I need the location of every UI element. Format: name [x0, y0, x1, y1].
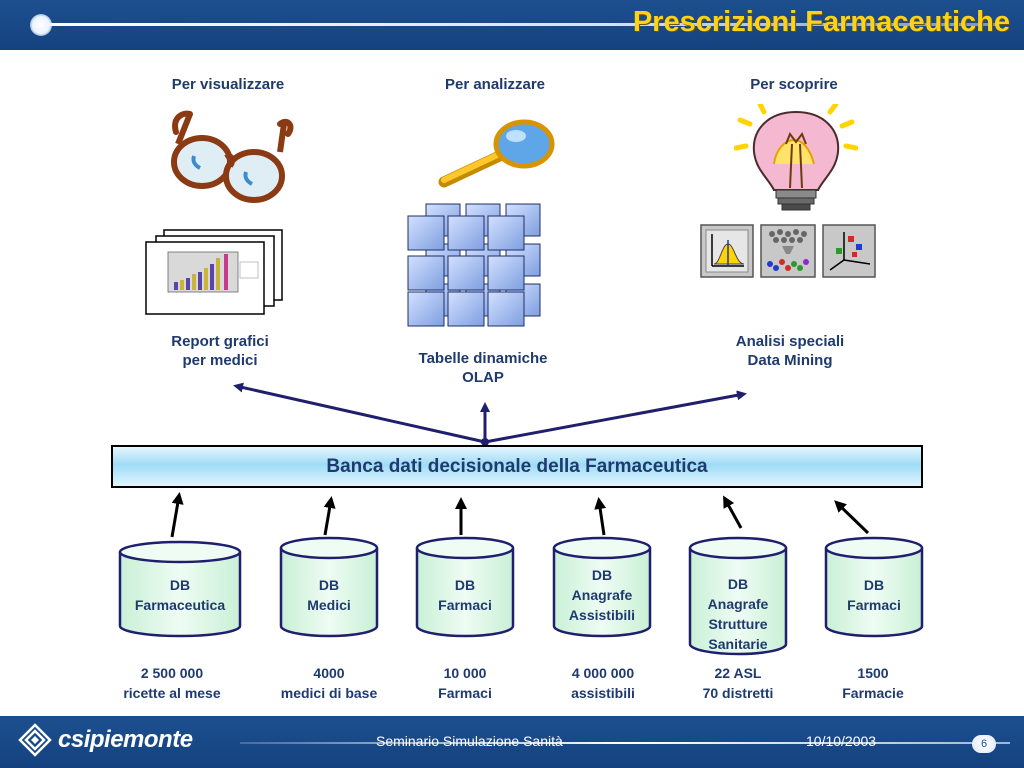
- stat-value: 1500: [857, 665, 889, 681]
- arrow-to-datamining: [484, 390, 747, 444]
- stat-value: 22 ASL: [714, 665, 762, 681]
- stat-unit: assistibili: [571, 685, 635, 701]
- column-header-analyze: Per analizzare: [444, 76, 546, 93]
- stat-farmacie: 1500 Farmacie: [818, 663, 928, 703]
- csi-logo: csipiemonte: [18, 722, 193, 758]
- db-label-line: Assistibili: [568, 607, 636, 623]
- caption-olap: Tabelle dinamiche OLAP: [373, 349, 593, 387]
- header-glow-dot: [30, 14, 52, 36]
- stat-assistibili: 4 000 000 assistibili: [548, 663, 658, 703]
- caption-report-line1: Report grafici: [171, 333, 269, 350]
- footer-date: 10/10/2003: [806, 733, 877, 749]
- header-divider-line: [40, 23, 1000, 26]
- footer-divider-line: [240, 742, 1010, 744]
- stat-value: 4 000 000: [571, 665, 635, 681]
- stat-farmaci: 10 000 Farmaci: [410, 663, 520, 703]
- distribution-chart-icon: [700, 224, 754, 278]
- report-pages-icon: [145, 229, 283, 315]
- db-label-line: Medici: [307, 597, 351, 613]
- db-label-line: DB: [454, 577, 476, 593]
- db-label-line: Anagrafe: [571, 587, 633, 603]
- olap-cube-icon: [407, 203, 541, 327]
- db-label-line: DB: [863, 577, 885, 593]
- page-number: 6: [972, 735, 996, 753]
- caption-olap-line1: Tabelle dinamiche: [418, 350, 548, 367]
- column-header-discover: Per scoprire: [750, 76, 838, 93]
- column-header-visualize: Per visualizzare: [171, 76, 285, 93]
- decision-database-bar: Banca dati decisionale della Farmaceutic…: [111, 445, 923, 488]
- db-label-line: Farmaci: [847, 597, 901, 613]
- footer-seminar: Seminario Simulazione Sanità: [376, 733, 563, 749]
- stat-value: 4000: [313, 665, 345, 681]
- page-title: Prescrizioni Farmaceutiche: [632, 6, 1010, 38]
- stat-unit: medici di base: [280, 685, 378, 701]
- stat-value: 2 500 000: [140, 665, 204, 681]
- logo-text: csipiemonte: [58, 726, 193, 753]
- caption-datamining-line1: Analisi speciali: [735, 333, 845, 350]
- db-label-line: Strutture: [708, 616, 768, 632]
- stat-unit: 70 distretti: [702, 685, 774, 701]
- arrow-to-report: [233, 382, 486, 444]
- diamond-logo-icon: [18, 723, 52, 757]
- stat-strutture: 22 ASL 70 distretti: [683, 663, 793, 703]
- scatter-3d-icon: [822, 224, 876, 278]
- db-label-line: DB: [727, 576, 749, 592]
- stat-value: 10 000: [443, 665, 487, 681]
- db-label-line: DB: [318, 577, 340, 593]
- stat-unit: ricette al mese: [123, 685, 221, 701]
- db-label-line: DB: [591, 567, 613, 583]
- caption-datamining: Analisi speciali Data Mining: [680, 332, 900, 370]
- caption-report: Report grafici per medici: [110, 332, 330, 370]
- decision-database-label: Banca dati decisionale della Farmaceutic…: [326, 455, 708, 477]
- stat-farmaceutica: 2 500 000 ricette al mese: [100, 663, 244, 703]
- clustering-funnel-icon: [760, 224, 816, 278]
- lightbulb-icon: [734, 104, 858, 211]
- db-label-line: DB: [169, 577, 191, 593]
- caption-report-line2: per medici: [182, 352, 258, 369]
- db-label-line: Farmaci: [438, 597, 492, 613]
- stat-medici: 4000 medici di base: [259, 663, 399, 703]
- stat-unit: Farmaci: [438, 685, 492, 701]
- eyeglasses-icon: [171, 110, 294, 203]
- stat-unit: Farmacie: [842, 685, 904, 701]
- caption-datamining-line2: Data Mining: [747, 352, 833, 369]
- db-label-line: Anagrafe: [707, 596, 769, 612]
- db-label-line: Sanitarie: [708, 636, 768, 652]
- db-label-line: Farmaceutica: [134, 597, 226, 613]
- magnifier-icon: [438, 119, 555, 188]
- caption-olap-line2: OLAP: [462, 369, 504, 386]
